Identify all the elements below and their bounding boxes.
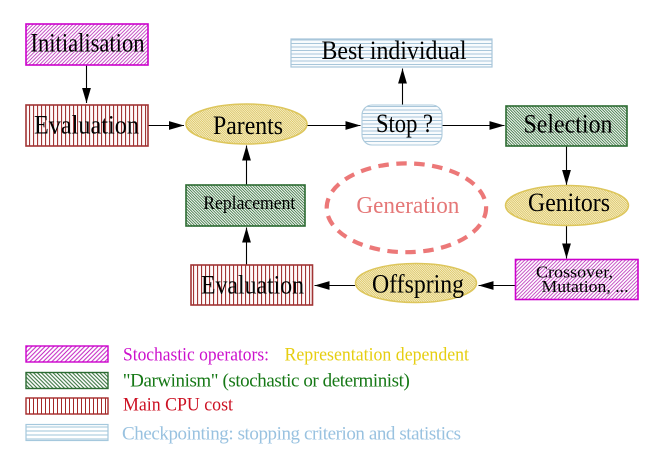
svg-text:Evaluation: Evaluation [201, 271, 304, 300]
svg-text:Representation dependent: Representation dependent [285, 345, 470, 366]
svg-text:Replacement: Replacement [203, 193, 296, 214]
svg-text:Main CPU cost: Main CPU cost [123, 395, 234, 416]
svg-text:Crossover,: Crossover, [536, 263, 613, 282]
svg-text:Generation: Generation [356, 193, 459, 219]
svg-text:Offspring: Offspring [372, 270, 464, 299]
svg-text:Parents: Parents [213, 111, 283, 140]
svg-text:"Darwinism" (stochastic or det: "Darwinism" (stochastic or determinist) [123, 371, 410, 392]
svg-text:Genitors: Genitors [528, 188, 610, 217]
svg-text:Mutation, ...: Mutation, ... [542, 277, 629, 296]
svg-text:Stop ?: Stop ? [376, 109, 433, 138]
svg-text:Initialisation: Initialisation [31, 29, 145, 58]
svg-text:Checkpointing: stopping criter: Checkpointing: stopping criterion and st… [122, 424, 461, 445]
svg-text:Stochastic operators:: Stochastic operators: [123, 345, 269, 366]
svg-text:Evaluation: Evaluation [34, 111, 139, 140]
svg-text:Best individual: Best individual [322, 36, 467, 65]
svg-text:Selection: Selection [524, 110, 613, 139]
